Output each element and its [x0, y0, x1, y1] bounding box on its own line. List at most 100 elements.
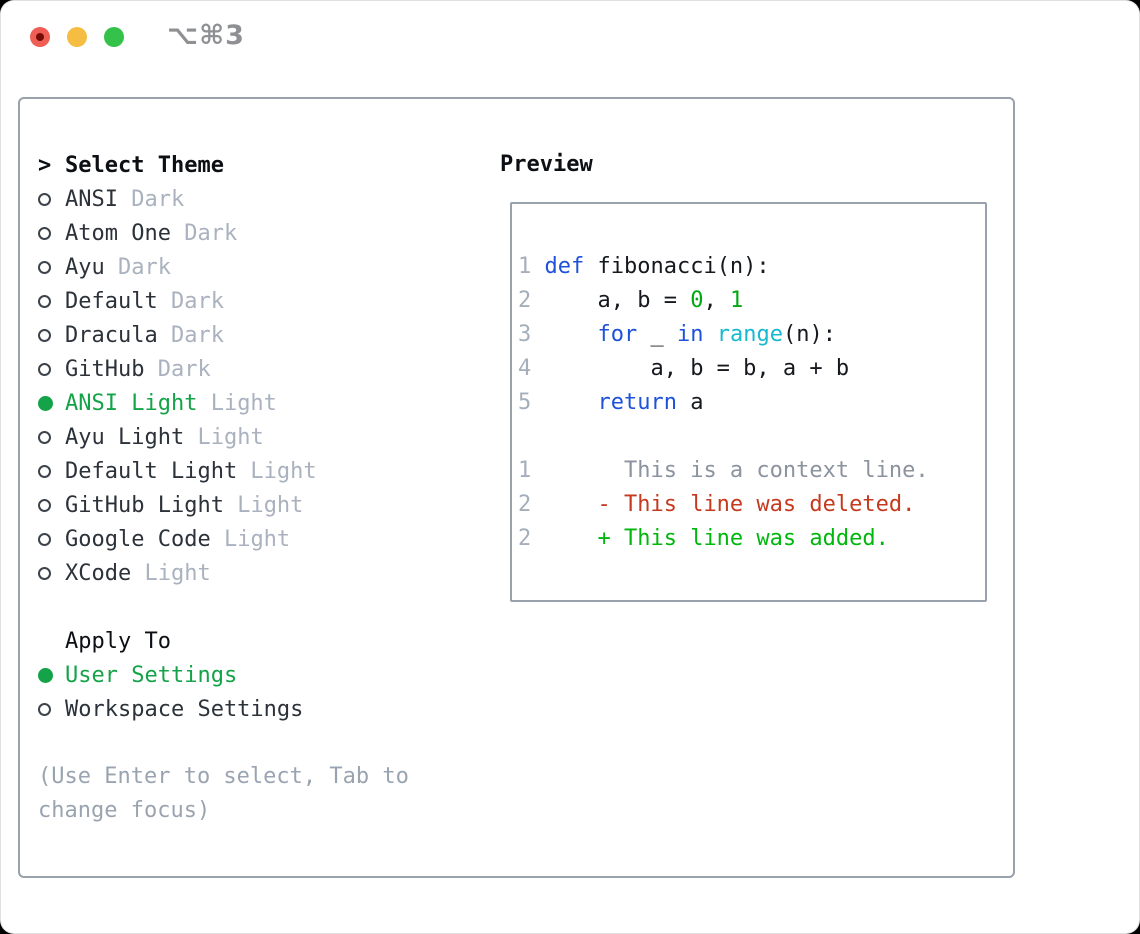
- apply-to-title: Apply To: [65, 628, 171, 654]
- line-number: 5: [518, 390, 532, 415]
- record-dot-icon: [36, 33, 44, 41]
- spacer: [38, 726, 488, 760]
- radio-unselected-icon: [38, 566, 65, 580]
- option-label: GitHub: [65, 356, 145, 382]
- option-label: User Settings: [65, 662, 238, 688]
- code-token-number: 1: [729, 288, 744, 313]
- focus-cursor-icon: >: [38, 152, 52, 178]
- preview-title: Preview: [500, 152, 593, 177]
- option-label: Dracula: [65, 322, 158, 348]
- code-line: 2 + This line was added.: [518, 522, 985, 556]
- theme-option[interactable]: ANSI Light Light: [38, 386, 488, 420]
- code-line: 1 This is a context line.: [518, 454, 985, 488]
- radio-selected-icon: [38, 667, 65, 683]
- line-number: 3: [518, 322, 532, 347]
- keyboard-hint: (Use Enter to select, Tab to change focu…: [38, 764, 409, 823]
- code-line: 2 - This line was deleted.: [518, 488, 985, 522]
- code-line: 1 def fibonacci(n):: [518, 250, 985, 284]
- option-variant: Light: [223, 492, 304, 518]
- code-token-deleted: - This line was deleted.: [544, 492, 916, 517]
- code-token-code: fibonacci(n):: [597, 254, 770, 279]
- option-label: GitHub Light: [65, 492, 224, 518]
- code-line: 2 a, b = 0, 1: [518, 284, 985, 318]
- code-token-code: a: [676, 390, 704, 415]
- option-variant: Light: [197, 390, 277, 416]
- theme-option[interactable]: XCode Light: [38, 556, 488, 590]
- theme-option[interactable]: Default Dark: [38, 284, 488, 318]
- code-line: 4 a, b = b, a + b: [518, 352, 985, 386]
- option-variant: Dark: [117, 186, 185, 212]
- option-variant: Light: [210, 526, 291, 552]
- radio-unselected-icon: [38, 532, 65, 546]
- apply-to-option[interactable]: User Settings: [38, 658, 488, 692]
- code-token-code: [545, 390, 598, 415]
- close-button[interactable]: [30, 27, 50, 47]
- code-token-context: This is a context line.: [544, 458, 929, 483]
- code-token-code: ,: [703, 288, 730, 313]
- theme-option[interactable]: Atom One Dark: [38, 216, 488, 250]
- code-token-keyword: in: [676, 322, 704, 347]
- radio-unselected-icon: [38, 328, 65, 342]
- radio-unselected-icon: [38, 702, 65, 716]
- theme-option[interactable]: Dracula Dark: [38, 318, 488, 352]
- select-theme-header: > Select Theme: [38, 148, 488, 182]
- spacer: [38, 590, 488, 624]
- code-token-code: _: [637, 322, 677, 347]
- code-token-code: [545, 322, 598, 347]
- line-number: 2: [518, 526, 532, 551]
- select-theme-title: Select Theme: [65, 152, 224, 178]
- code-line: 3 for _ in range(n):: [518, 318, 985, 352]
- radio-unselected-icon: [38, 294, 65, 308]
- theme-option[interactable]: GitHub Light Light: [38, 488, 488, 522]
- radio-selected-icon: [38, 395, 65, 411]
- theme-option[interactable]: Ayu Dark: [38, 250, 488, 284]
- code-token-added: + This line was added.: [544, 526, 889, 551]
- code-token-number: 0: [690, 288, 704, 313]
- option-variant: Light: [184, 424, 264, 450]
- code-token-keyword: return: [597, 390, 677, 415]
- radio-unselected-icon: [38, 464, 65, 478]
- traffic-lights: [30, 27, 124, 47]
- theme-option[interactable]: Default Light Light: [38, 454, 488, 488]
- code-token-builtin: range: [716, 322, 783, 347]
- option-label: Ayu: [65, 254, 105, 280]
- zoom-button[interactable]: [104, 27, 124, 47]
- radio-unselected-icon: [38, 192, 65, 206]
- theme-option[interactable]: Ayu Light Light: [38, 420, 488, 454]
- line-number: 2: [518, 492, 532, 517]
- option-variant: Light: [131, 560, 211, 586]
- line-number: 4: [518, 356, 532, 381]
- option-label: XCode: [65, 560, 132, 586]
- theme-option[interactable]: ANSI Dark: [38, 182, 488, 216]
- option-label: Google Code: [65, 526, 211, 552]
- code-token-code: (n):: [782, 322, 836, 347]
- option-variant: Dark: [144, 356, 211, 382]
- line-number: 1: [518, 254, 532, 279]
- code-line: 5 return a: [518, 386, 985, 420]
- code-token-keyword: for: [597, 322, 638, 347]
- keyboard-shortcut-indicator: ⌥⌘3: [167, 20, 245, 51]
- code-token-code: a, b = b, a + b: [544, 356, 850, 381]
- option-variant: Dark: [170, 220, 238, 246]
- code-token-code: [703, 322, 716, 347]
- apply-to-option[interactable]: Workspace Settings: [38, 692, 488, 726]
- theme-option[interactable]: Google Code Light: [38, 522, 488, 556]
- code-line: [518, 420, 985, 454]
- radio-unselected-icon: [38, 260, 65, 274]
- option-label: Workspace Settings: [65, 696, 304, 722]
- titlebar: ⌥⌘3: [0, 0, 1140, 75]
- option-variant: Dark: [104, 254, 171, 280]
- minimize-button[interactable]: [67, 27, 87, 47]
- line-number: 1: [518, 458, 532, 483]
- option-label: Default Light: [65, 458, 238, 484]
- theme-option[interactable]: GitHub Dark: [38, 352, 488, 386]
- radio-unselected-icon: [38, 362, 65, 376]
